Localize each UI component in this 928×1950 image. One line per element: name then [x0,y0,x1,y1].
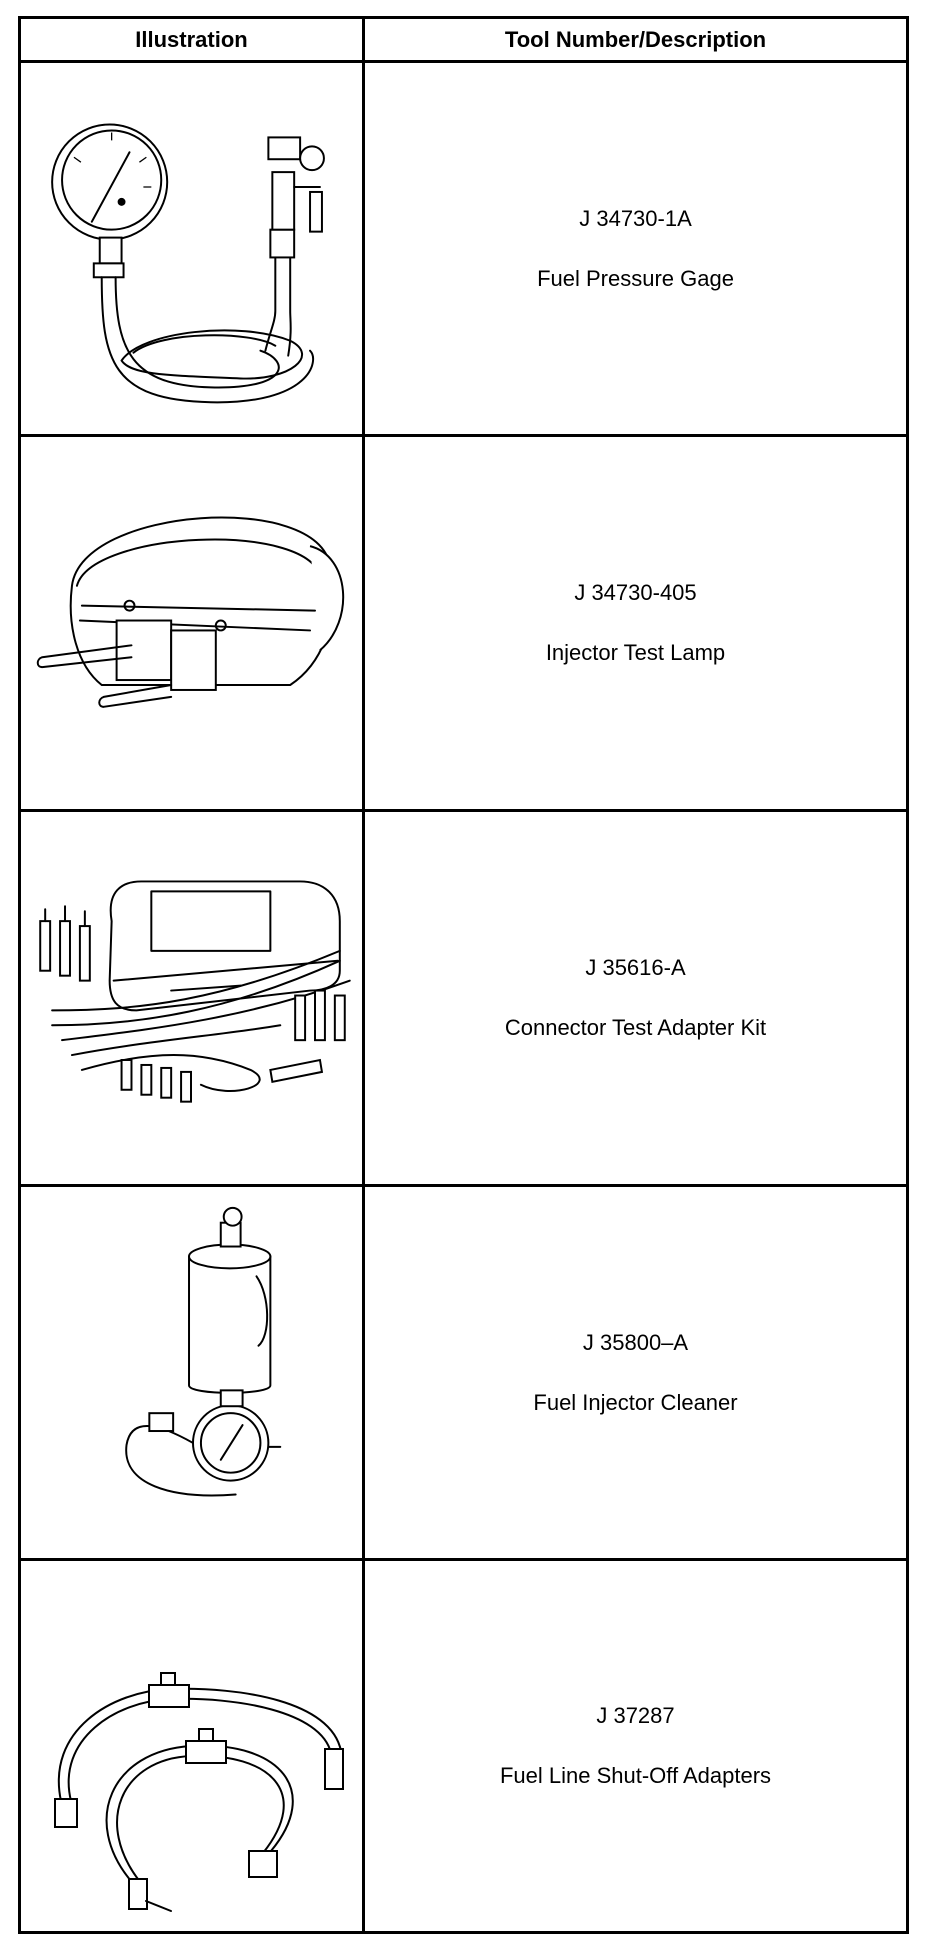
tool-description: Fuel Injector Cleaner [533,1389,738,1415]
table-header: Illustration Tool Number/Description [21,19,906,63]
tool-description: Injector Test Lamp [545,640,726,665]
table-row: J 37287 Fuel Line Shut-Off Adapters [21,1561,906,1931]
tool-description-cell: J 35800–A Fuel Injector Cleaner [365,1187,906,1558]
tool-number: J 34730-1A [579,205,692,231]
tool-description: Fuel Line Shut-Off Adapters [499,1763,772,1788]
fuel-pressure-gage-illustration [21,63,362,434]
table-row: J 35616-A Connector Test Adapter Kit [21,812,906,1187]
tool-description-cell: J 34730-1A Fuel Pressure Gage [365,63,906,434]
tool-number: J 37287 [596,1703,675,1728]
tool-number: J 34730-405 [574,580,697,605]
tool-description: Connector Test Adapter Kit [504,1015,767,1040]
tool-number: J 35616-A [585,955,686,980]
table-row: J 34730-405 Injector Test Lamp [21,437,906,812]
tool-description-cell: J 35616-A Connector Test Adapter Kit [365,812,906,1184]
connector-test-adapter-kit-illustration [21,812,362,1184]
tool-description-cell: J 34730-405 Injector Test Lamp [365,437,906,809]
table-row: J 35800–A Fuel Injector Cleaner [21,1187,906,1561]
header-illustration: Illustration [135,27,248,52]
column-divider [362,19,365,1931]
tools-table: Illustration Tool Number/Description [18,16,909,1934]
injector-test-lamp-illustration [21,437,362,809]
fuel-line-shutoff-adapters-illustration [21,1561,362,1931]
fuel-injector-cleaner-illustration [21,1187,362,1558]
tool-number: J 35800–A [582,1329,689,1355]
tool-description: Fuel Pressure Gage [537,265,734,291]
table-row: J 34730-1A Fuel Pressure Gage [21,63,906,437]
tool-description-cell: J 37287 Fuel Line Shut-Off Adapters [365,1561,906,1931]
header-tool-description: Tool Number/Description [504,27,767,52]
